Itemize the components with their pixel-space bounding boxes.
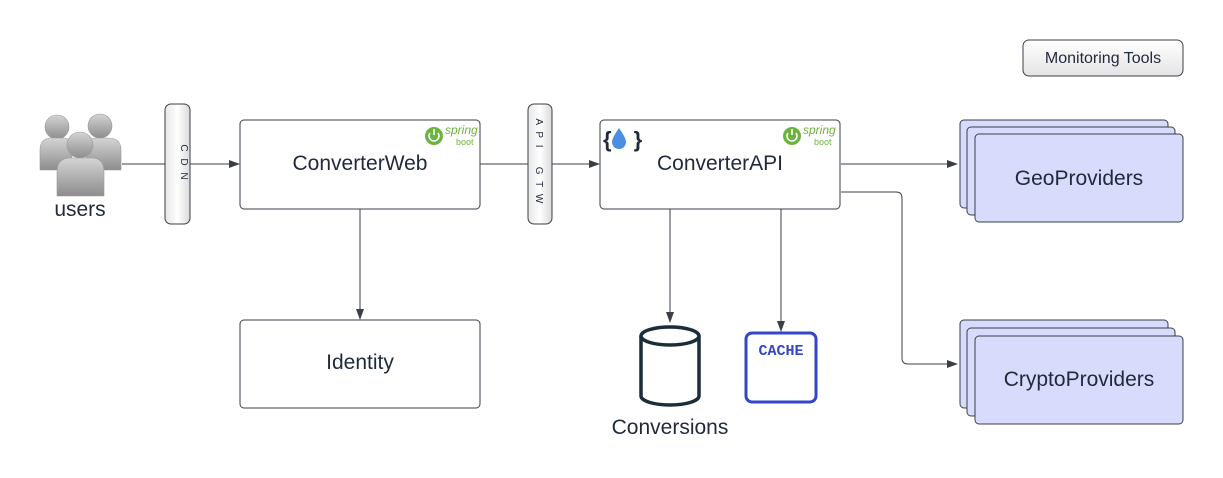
geo-providers-label: GeoProviders [1015, 167, 1143, 190]
cache-box [744, 331, 818, 404]
api-gateway-node[interactable]: A P I G T W [527, 103, 553, 225]
spring-word: spring [445, 123, 478, 137]
arrowhead [777, 321, 785, 332]
cache-node[interactable]: CACHE [744, 331, 818, 404]
users-icon [39, 113, 122, 197]
converter-api-label: ConverterAPI [657, 152, 783, 175]
geo-providers-node[interactable]: GeoProviders [959, 119, 1184, 223]
monitoring-tools-label: Monitoring Tools [1045, 50, 1161, 67]
arrowhead [666, 312, 674, 323]
cdn-pill [164, 103, 191, 225]
arrowhead [229, 160, 240, 168]
users-label: users [54, 198, 105, 221]
conversions-label: Conversions [612, 416, 729, 439]
geo-providers-box [974, 133, 1184, 223]
spring-boot-logo: spring boot [425, 123, 478, 147]
monitoring-tools-node[interactable]: Monitoring Tools [1022, 39, 1184, 77]
api-gateway-pill [527, 103, 553, 225]
spring-boot-logo: spring boot [783, 123, 836, 147]
cdn-node[interactable]: C D N [164, 103, 191, 225]
crypto-providers-node[interactable]: CryptoProviders [959, 319, 1184, 425]
boot-word: boot [814, 137, 832, 147]
api-drop-icon: { } [603, 127, 650, 152]
api-gateway-label-line1: A P I [533, 119, 544, 150]
cache-label: CACHE [758, 343, 803, 360]
connectors [122, 160, 958, 368]
spring-word: spring [803, 123, 836, 137]
database-icon [639, 325, 701, 407]
arrowhead [947, 360, 958, 368]
identity-box [239, 319, 481, 409]
arrowhead [947, 160, 958, 168]
users-node: users [39, 113, 122, 221]
arrowhead [356, 309, 364, 320]
boot-word: boot [456, 137, 474, 147]
monitoring-tools-box [1022, 39, 1184, 77]
identity-label: Identity [326, 351, 394, 374]
identity-node[interactable]: Identity [239, 319, 481, 409]
arrowhead [589, 160, 600, 168]
crypto-providers-box [974, 335, 1184, 425]
converter-web-box [239, 119, 481, 210]
conversions-db-node[interactable]: Conversions [612, 325, 729, 439]
crypto-providers-label: CryptoProviders [1004, 368, 1155, 391]
api-gateway-label-line2: G T W [533, 167, 544, 206]
converter-web-label: ConverterWeb [292, 152, 427, 175]
api-brace-icon: { } [603, 127, 650, 152]
converter-api-node[interactable]: { } spring boot ConverterAPI [599, 119, 841, 210]
connector-api-crypto [841, 191, 948, 365]
converter-api-box [599, 119, 841, 210]
converter-web-node[interactable]: spring boot ConverterWeb [239, 119, 481, 210]
cdn-label: C D N [178, 144, 189, 181]
